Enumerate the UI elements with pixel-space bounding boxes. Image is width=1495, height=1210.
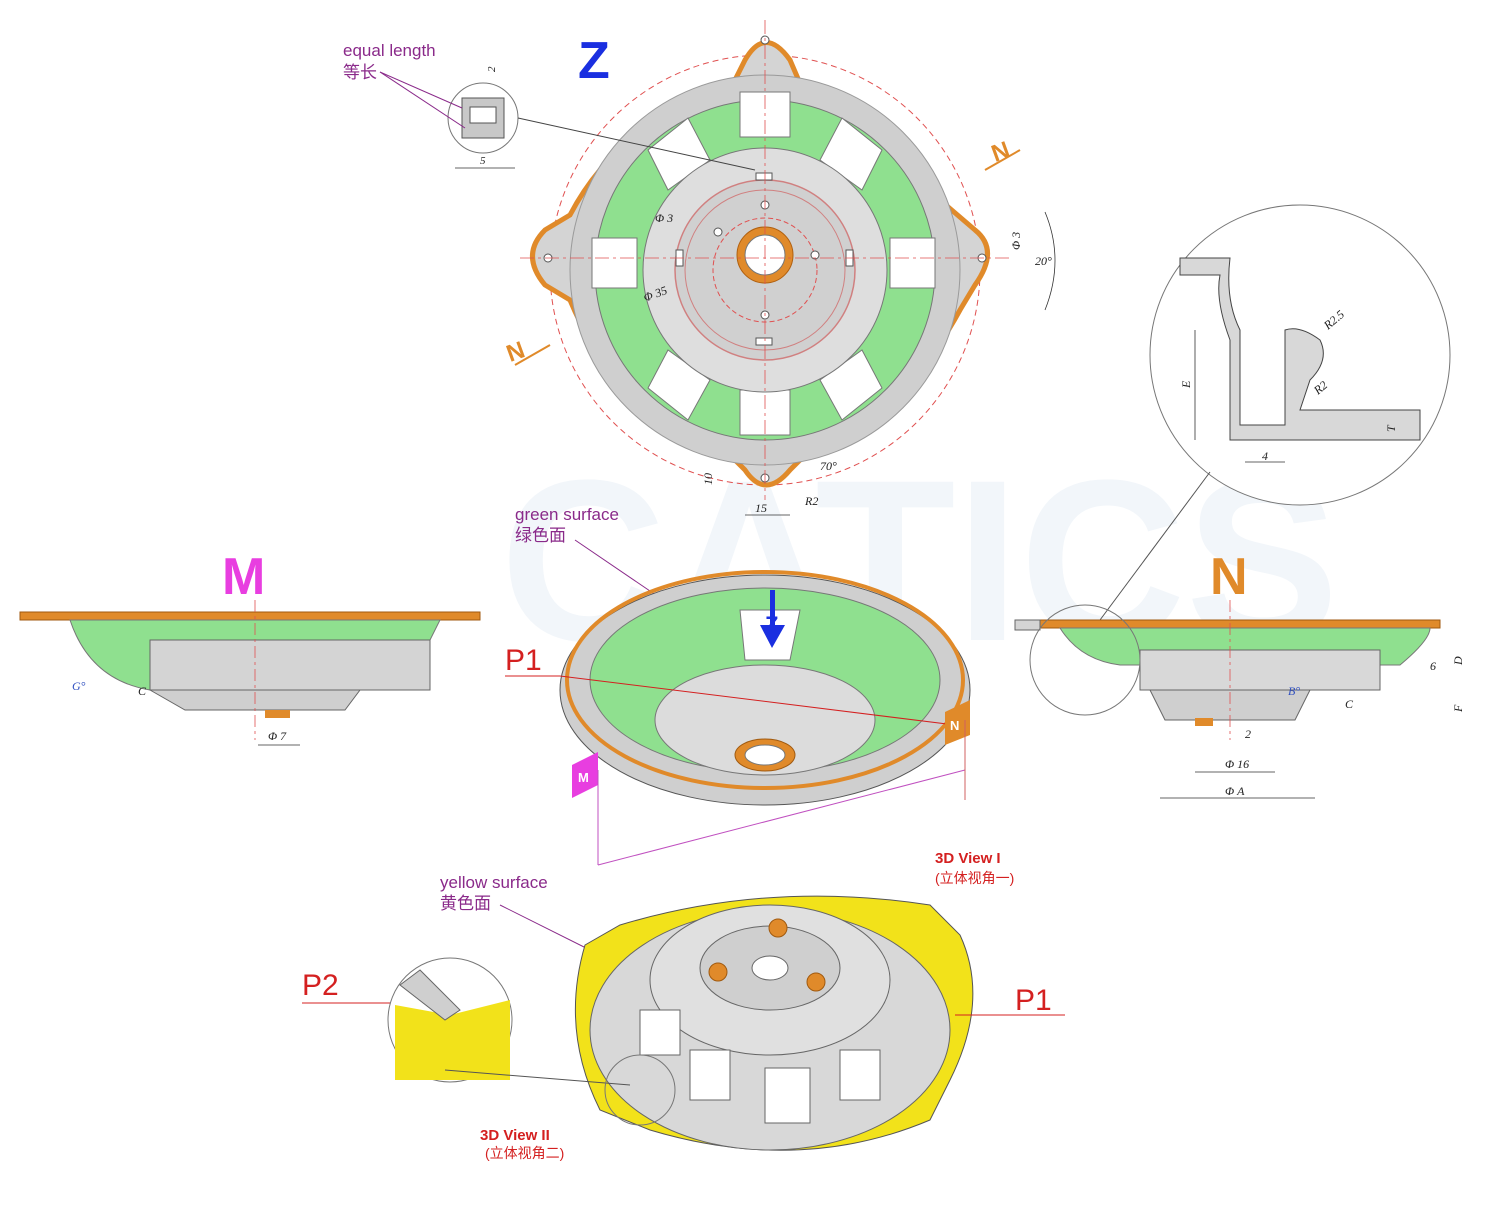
3d-view-1-title: 3D View I [935,850,1001,867]
dim-15: 15 [755,501,767,515]
dim-c-m: C [138,684,147,698]
n-marker-3d: N [950,718,959,733]
dim-b: B° [1288,684,1300,698]
dim-4: 4 [1262,449,1268,463]
equal-length-zh: 等长 [343,63,377,82]
dim-f: F [1451,704,1465,713]
z-view-label: Z [578,32,610,90]
p1-label-a: P1 [505,644,542,677]
dim-g: G° [72,679,86,693]
m-view-label: M [222,548,265,606]
p2-label: P2 [302,969,339,1002]
n-view-label: N [1210,548,1248,606]
dim-phi7: Φ 7 [268,729,287,743]
3d-view-1-subtitle: (立体视角一) [935,870,1014,886]
dim-t: T [1384,424,1398,432]
dim-6: 6 [1430,659,1436,673]
dim-5: 5 [480,155,486,167]
equal-length-detail: equal length 等长 5 2 [343,41,756,171]
dim-phi16: Φ 16 [1225,757,1249,771]
top-view: Z N N Φ 3 Φ 35 Φ 3 20° 70° 10 15 R2 [503,20,1056,516]
section-detail: E 4 R2.5 R2 T [1099,204,1451,621]
green-surface-en: green surface [515,505,619,524]
dim-2: 2 [486,66,498,72]
n-marker-left: N [503,336,529,367]
3d-view-2-title: 3D View II [480,1127,550,1144]
yellow-surface-zh: 黄色面 [440,894,491,913]
dim-angle-70: 70° [820,459,837,473]
m-marker-3d: M [578,770,589,785]
n-view: N 6 D F B° C 2 Φ 16 Φ A [1014,548,1465,799]
dim-angle-20: 20° [1035,254,1052,268]
dim-c-n: C [1345,697,1354,711]
dim-d: D [1451,656,1465,666]
p1-label-b: P1 [1015,984,1052,1017]
dim-phi3-b: Φ 3 [1009,232,1023,250]
dim-e: E [1179,380,1193,389]
dim-phi3-a: Φ 3 [655,211,673,225]
n-marker-right: N [988,136,1014,167]
3d-view-2: yellow surface 黄色面 P2 P1 3D View II (立体视… [302,873,1065,1161]
dim-r2: R2 [804,494,818,508]
yellow-surface-en: yellow surface [440,873,548,892]
green-surface-zh: 绿色面 [515,526,566,545]
3d-view-2-subtitle: (立体视角二) [485,1145,564,1161]
3d-view-1: green surface 绿色面 Z P1 M N 3D View I (立体… [505,505,1014,886]
equal-length-en: equal length [343,41,436,60]
dim-2-n: 2 [1245,727,1251,741]
m-view: M G° C Φ 7 [19,548,481,746]
dim-10: 10 [701,473,715,485]
dim-phia: Φ A [1225,784,1245,798]
